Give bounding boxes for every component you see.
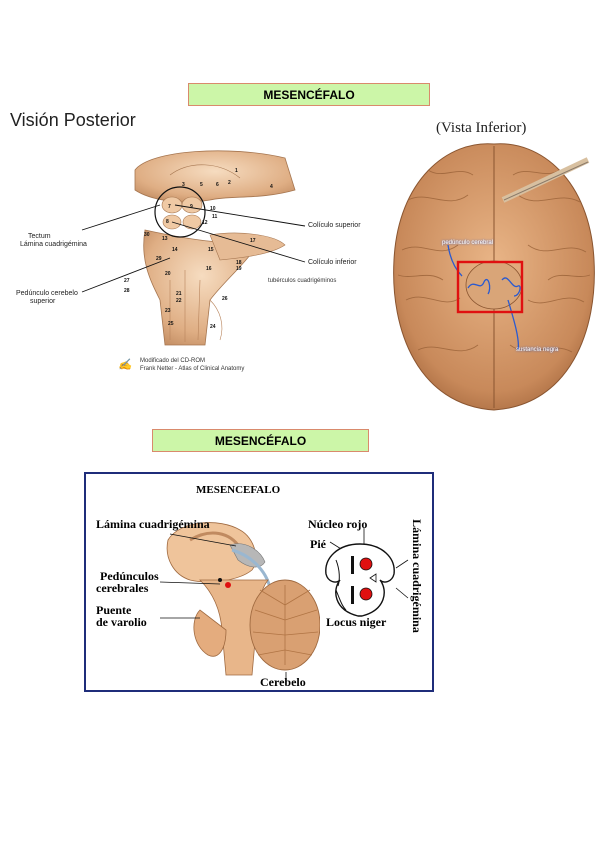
label-pedunculo-2: superior	[30, 298, 56, 305]
num-label: 24	[210, 324, 216, 330]
num-label: 19	[236, 266, 242, 272]
num-label: 20	[165, 271, 171, 277]
num-label: 27	[124, 278, 130, 284]
inferior-heading: (Vista Inferior)	[436, 120, 527, 136]
posterior-heading: Visión Posterior	[10, 110, 136, 130]
num-label: 2	[228, 180, 231, 186]
num-label: 9	[190, 204, 193, 210]
posterior-leader-lines	[81, 204, 306, 293]
num-label: 18	[236, 260, 242, 266]
diagram-label-lamina-vertical: Lámina cuadrigémina	[410, 519, 424, 633]
diagram-label-cerebelo: Cerebelo	[260, 675, 306, 689]
section-banner-top: MESENCÉFALO	[188, 83, 430, 106]
label-tuberculos: tubérculos cuadrigéminos	[268, 278, 337, 284]
diagram-label-nucleo: Núcleo rojo	[308, 517, 368, 531]
num-label: 4	[270, 184, 273, 190]
num-label: 5	[200, 182, 203, 188]
netter-logo-icon: ✍	[118, 359, 132, 371]
diagram-title: MESENCEFALO	[196, 484, 281, 496]
label-pedunculo-cerebral: pedúnculo cerebral	[442, 240, 494, 246]
posterior-brainstem-figure: 3 5 6 4 1 2 7 9 8 10 11 12 13 14 15 16 1…	[124, 150, 296, 346]
diagram-label-lamina: Lámina cuadrigémina	[96, 517, 210, 531]
num-label: 11	[212, 214, 218, 220]
num-label: 23	[165, 308, 171, 314]
num-label: 26	[222, 296, 228, 302]
diagram-label-pedunculos-2: cerebrales	[96, 581, 149, 595]
num-label: 14	[172, 247, 178, 253]
section-banner-bottom: MESENCÉFALO	[152, 429, 369, 452]
diagram-label-puente-1: Puente	[96, 603, 132, 617]
num-label: 17	[250, 238, 256, 244]
num-label: 30	[144, 232, 150, 238]
num-label: 15	[208, 247, 214, 253]
num-label: 10	[210, 206, 216, 212]
inferior-brain-figure	[393, 143, 595, 411]
label-lamina: Lámina cuadrigémina	[20, 241, 87, 248]
label-coliculo-superior: Colículo superior	[308, 222, 361, 229]
credit-line-1: Modificado del CD-ROM	[140, 358, 206, 364]
credit-line-2: Frank Netter - Atlas of Clinical Anatomy	[140, 366, 245, 372]
num-label: 21	[176, 291, 182, 297]
label-tectum: Tectum	[28, 233, 51, 240]
label-pedunculo-1: Pedúnculo cerebelo	[16, 290, 78, 297]
diagram-label-puente-2: de varolio	[96, 615, 147, 629]
num-label: 29	[156, 256, 162, 262]
midbrain-cross-section-figure	[325, 543, 395, 617]
num-label: 13	[162, 236, 168, 242]
num-label: 1	[235, 168, 238, 174]
diagram-frame	[84, 472, 434, 692]
num-label: 28	[124, 288, 130, 294]
num-label: 6	[216, 182, 219, 188]
label-coliculo-inferior: Colículo inferior	[308, 259, 357, 266]
label-sustancia-negra: sustancia negra	[516, 347, 559, 353]
num-label: 3	[182, 182, 185, 188]
num-label: 22	[176, 298, 182, 304]
diagram-label-pie: Pié	[310, 537, 326, 551]
num-label: 12	[202, 220, 208, 226]
num-label: 7	[168, 204, 171, 210]
diagram-label-pedunculos-1: Pedúnculos	[100, 569, 159, 583]
num-label: 8	[166, 219, 169, 225]
num-label: 25	[168, 321, 174, 327]
diagram-label-locus: Locus niger	[326, 615, 387, 629]
num-label: 16	[206, 266, 212, 272]
